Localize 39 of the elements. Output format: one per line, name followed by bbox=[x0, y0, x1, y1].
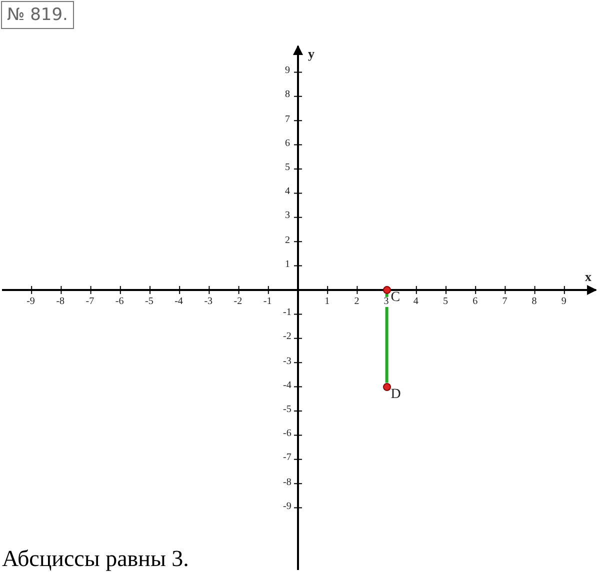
tick-label: -3 bbox=[283, 356, 292, 367]
tick-label: 2 bbox=[285, 236, 290, 246]
tick-label: -3 bbox=[204, 297, 213, 307]
tick-label: 7 bbox=[502, 297, 508, 307]
answer-text: Абсциссы равны 3. bbox=[2, 546, 189, 572]
tick-label: -4 bbox=[283, 380, 292, 391]
tick-label: 4 bbox=[413, 297, 418, 307]
tick-label: -6 bbox=[283, 429, 292, 440]
tick-label: 8 bbox=[532, 297, 537, 307]
task-number: № 819. bbox=[1, 1, 74, 29]
axis-label: x bbox=[585, 270, 592, 283]
tick-label: -4 bbox=[174, 297, 183, 307]
line-segment bbox=[385, 294, 388, 383]
tick-label: 5 bbox=[443, 297, 448, 307]
tick-label: 1 bbox=[324, 297, 330, 307]
tick-label: -9 bbox=[26, 297, 35, 307]
tick-label: 8 bbox=[285, 90, 290, 100]
tick-label: 3 bbox=[384, 297, 389, 307]
tick-label: -6 bbox=[115, 297, 124, 307]
tick-label: -5 bbox=[283, 405, 292, 415]
tick-label: -7 bbox=[86, 297, 94, 307]
tick-label: 9 bbox=[285, 66, 290, 76]
tick-label: 9 bbox=[561, 297, 566, 307]
axis-label: y bbox=[308, 47, 314, 60]
tick-label: 5 bbox=[285, 163, 290, 173]
point-label: C bbox=[390, 291, 400, 305]
tick-label: 6 bbox=[472, 297, 478, 307]
tick-label: -5 bbox=[145, 297, 154, 307]
point-label: D bbox=[390, 388, 401, 402]
tick-label: 7 bbox=[285, 114, 290, 125]
tick-label: -8 bbox=[56, 297, 65, 307]
tick-label: -8 bbox=[283, 478, 292, 488]
tick-label: -2 bbox=[234, 297, 242, 307]
tick-label: 2 bbox=[354, 297, 360, 307]
tick-label: -1 bbox=[263, 297, 272, 307]
tick-label: 3 bbox=[285, 211, 290, 222]
tick-label: 6 bbox=[285, 138, 290, 149]
tick-label: 1 bbox=[285, 260, 290, 270]
tick-label: -9 bbox=[283, 502, 292, 512]
